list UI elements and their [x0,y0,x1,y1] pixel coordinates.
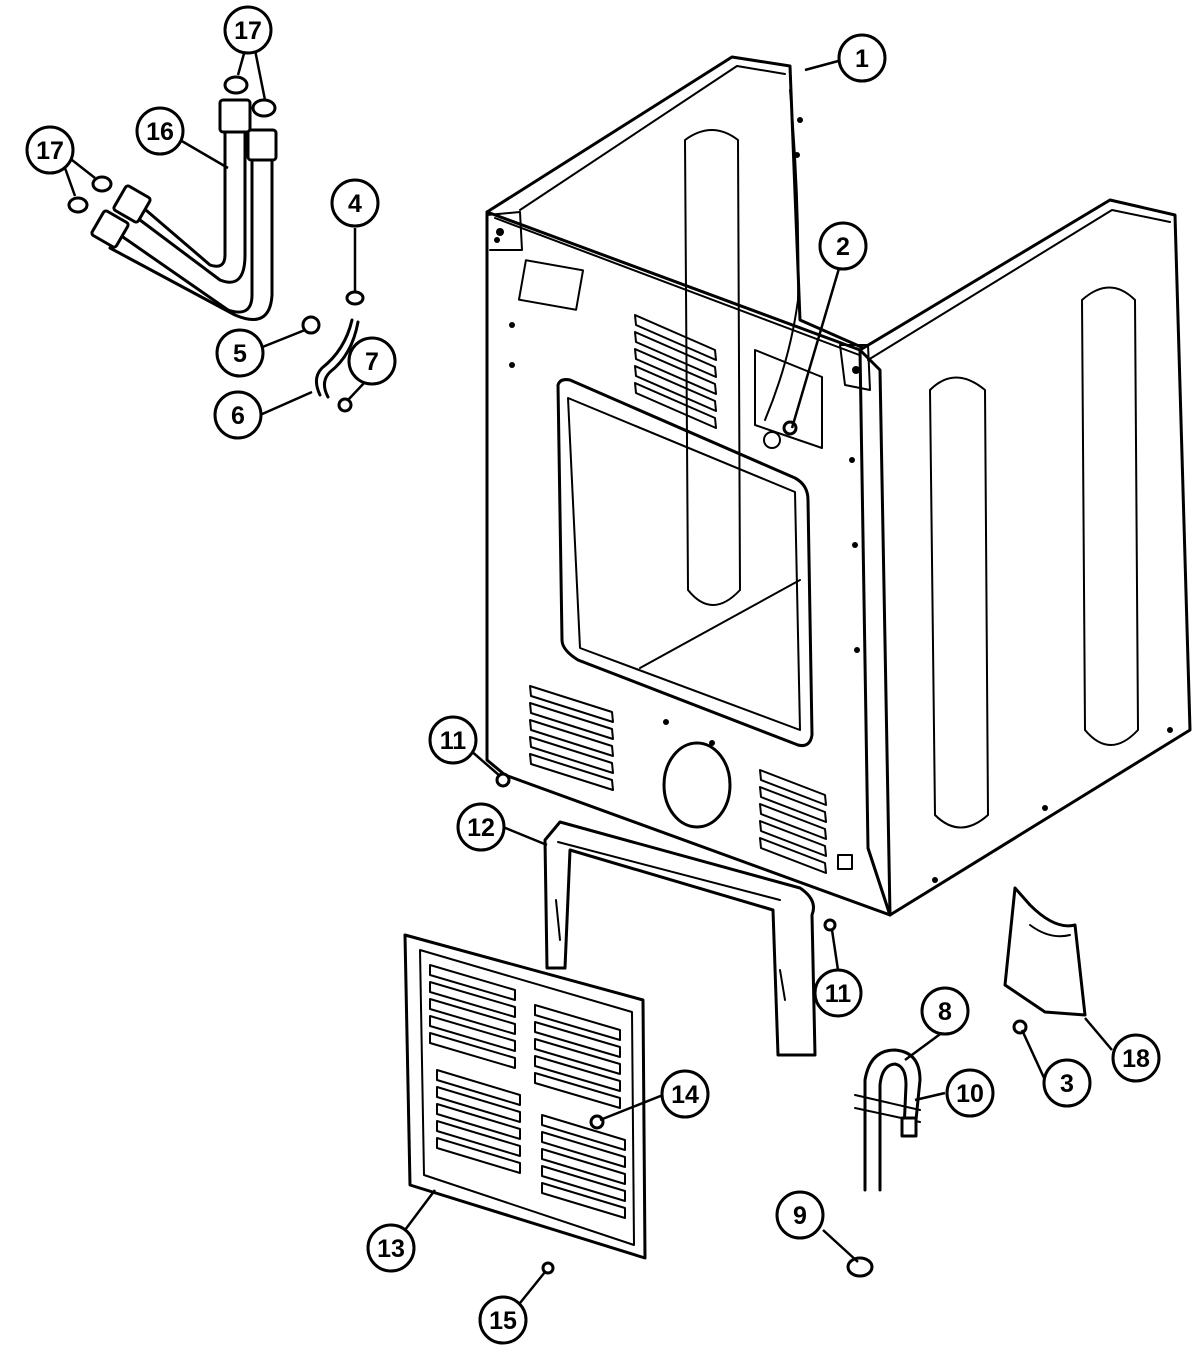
front-panel-drawing [403,933,647,1260]
callout-6-label: 6 [231,402,245,430]
callout-3: 3 [1042,1058,1092,1108]
callout-15: 15 [478,1295,528,1345]
callout-7: 7 [347,336,397,386]
callout-7-label: 7 [365,348,379,376]
callout-2-label: 2 [836,233,850,261]
callout-17-top: 17 [223,5,273,55]
callout-11-lower-label: 11 [825,980,852,1008]
drain-tube-drawing [301,290,365,413]
leader-lines [63,49,1113,1304]
callout-11-upper-label: 11 [440,727,467,755]
callout-1: 1 [837,33,887,83]
callout-9: 9 [775,1190,825,1240]
callout-8-label: 8 [938,998,952,1026]
callout-5-label: 5 [233,340,247,368]
callout-11-lower: 11 [813,968,863,1018]
callout-5: 5 [215,328,265,378]
callout-17-top-label: 17 [234,17,262,45]
callout-1-label: 1 [855,45,869,73]
shield-drawing [1003,886,1087,1035]
callout-13: 13 [366,1223,416,1273]
callout-18-label: 18 [1122,1045,1150,1073]
toe-bracket-drawing [543,820,817,1057]
callout-14-label: 14 [671,1081,699,1109]
callout-12: 12 [456,802,506,852]
callout-9-label: 9 [793,1202,807,1230]
callout-8: 8 [920,986,970,1036]
callout-10-label: 10 [956,1080,984,1108]
callout-12-label: 12 [467,814,495,842]
callout-10: 10 [945,1068,995,1118]
callout-4-label: 4 [348,190,362,218]
callout-14: 14 [660,1069,710,1119]
callout-6: 6 [213,390,263,440]
cabinet-drawing [485,55,1192,917]
drain-hose-drawing [846,1048,922,1278]
callout-17-left-label: 17 [36,137,64,165]
callout-3-label: 3 [1060,1070,1074,1098]
callout-16: 16 [135,106,185,156]
callout-2: 2 [818,221,868,271]
callout-11-upper: 11 [428,715,478,765]
callout-17-left: 17 [25,125,75,175]
callout-16-label: 16 [146,118,174,146]
callout-4: 4 [330,178,380,228]
callout-15-label: 15 [489,1307,517,1335]
hose-assembly-drawing [67,75,278,321]
callout-13-label: 13 [377,1235,405,1263]
callout-18: 18 [1111,1033,1161,1083]
